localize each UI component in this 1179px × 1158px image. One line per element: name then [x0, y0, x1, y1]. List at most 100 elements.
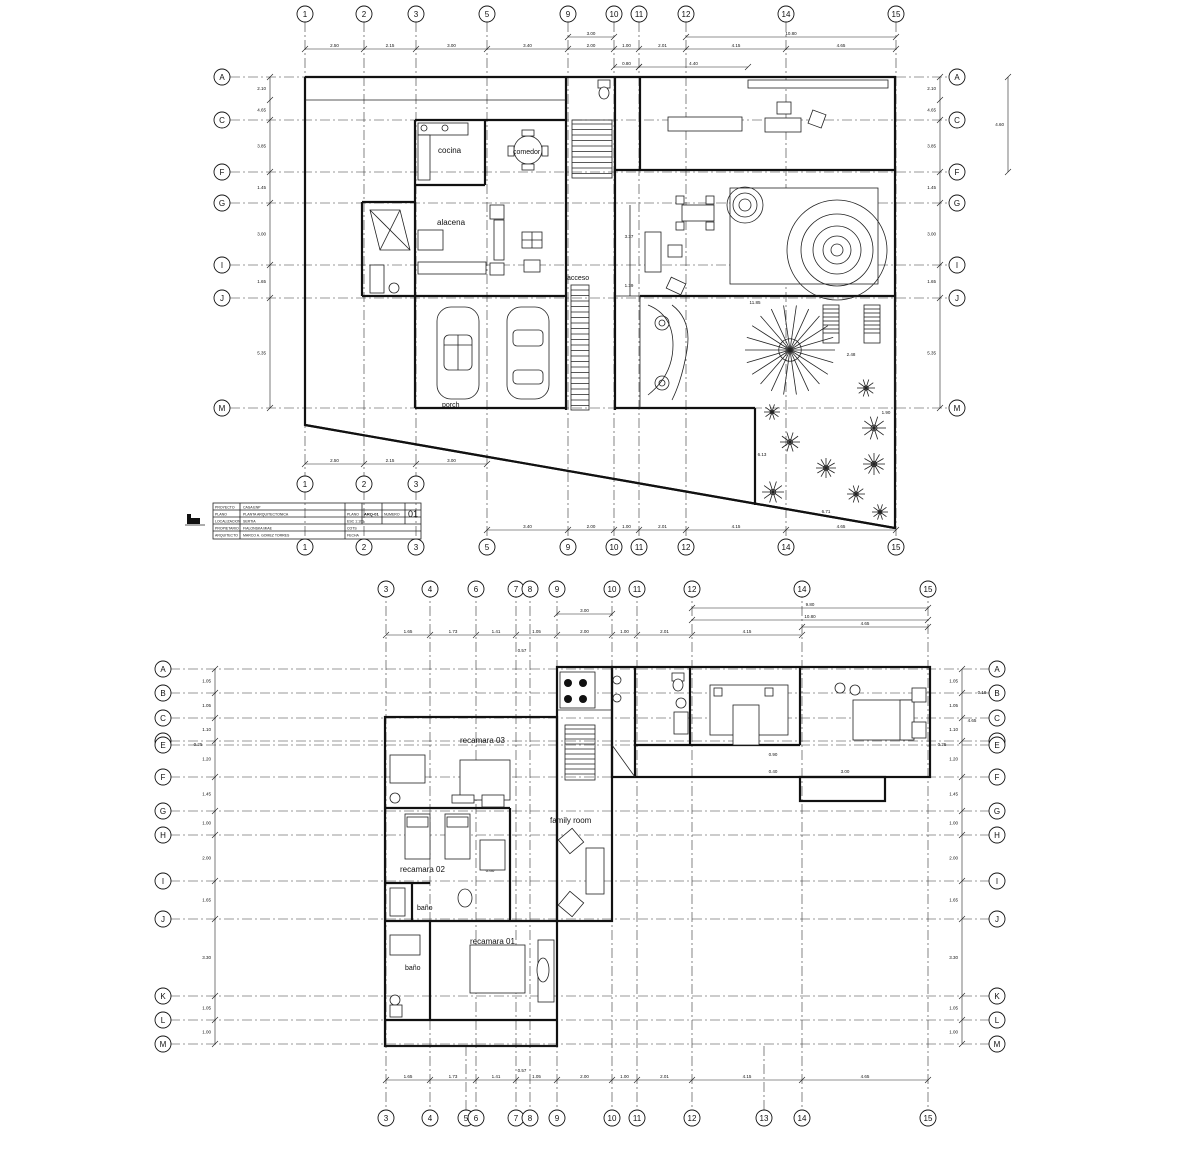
- lo-axis-bottom-6-label: 6: [474, 1114, 479, 1123]
- tree-small-3-branch-4: [781, 441, 791, 449]
- title-value-plano: PLANTA ARQUITECTONICA: [243, 513, 289, 517]
- title-date: FECHA: [347, 534, 360, 538]
- lo-dim-bottom-tick-8: [798, 1076, 806, 1084]
- tree-large-branch-15: [770, 308, 791, 351]
- lo-axis-row-H-bubble-left-circle: [154, 826, 172, 844]
- up-dim-left-tick-1: [266, 96, 274, 104]
- lo-dim-bottom-value-6: 2.01: [660, 1074, 669, 1079]
- room-label-porch: porch: [442, 402, 460, 409]
- tree-small-4-branch-11: [825, 462, 835, 469]
- up-axis-2-bubble-mid-label: 2: [362, 480, 367, 489]
- up-axis-row-J-bubble-right-label: J: [955, 294, 959, 303]
- up-axis-row-I-bubble-left-circle: [213, 256, 231, 274]
- lo-dim-right-value-1: 1.05: [949, 703, 958, 708]
- tree-small-9-branch-4: [873, 511, 881, 518]
- lo-axis-row-A-bubble-left-circle: [154, 660, 172, 678]
- up-dim-right-tick-0: [936, 73, 944, 81]
- up-dim-right-total-value-0: 4.60: [995, 122, 1004, 127]
- up-axis-2-bubble-bottom-label: 2: [362, 543, 367, 552]
- upper-stairs: [570, 119, 613, 411]
- lo-dim-top3-value-5: 1.00: [620, 629, 629, 634]
- up-dim-bottom-left-value-0: 2.50: [330, 458, 339, 463]
- up-axis-1-bubble-mid-label: 1: [303, 480, 308, 489]
- tree-small-5: [862, 416, 886, 440]
- lo-axis-row-G-bubble-left-label: G: [160, 807, 166, 816]
- lo-dim-right-total: 4.65: [968, 718, 977, 723]
- up-inner-dim-2: 11.85: [750, 300, 761, 305]
- up-axis-3-bubble-bottom-label: 3: [414, 543, 419, 552]
- lo-dim-left-tick-9: [211, 992, 219, 1000]
- up-dim-right-value-1: 4.65: [927, 108, 936, 113]
- tree-small-7-branch-8: [772, 481, 777, 493]
- lo-dim-top3-value-0: 1.65: [404, 629, 413, 634]
- tree-small-8-branch-9: [855, 488, 864, 495]
- lo-dim-top3-value-7: 4.15: [743, 629, 752, 634]
- lo-axis-row-M-bubble-left-circle: [154, 1035, 172, 1053]
- lo-axis-bottom-4-label: 4: [428, 1114, 433, 1123]
- lo-axis-row-A-bubble-left-label: A: [160, 665, 166, 674]
- lo-axis-row-C-bubble-left-circle: [154, 709, 172, 727]
- up-dim-bottom-left-value-2: 3.00: [447, 458, 456, 463]
- tree-small-9-branch-9: [879, 506, 887, 513]
- lo-dim-top2a-value-0: 10.80: [804, 614, 816, 619]
- up-inner-dim-0: 3.37: [625, 234, 634, 239]
- up-axis-11-bubble-bottom-label: 11: [635, 543, 644, 552]
- up-dim-top2-value-7: 4.15: [732, 43, 741, 48]
- tree-small-1-branch-2: [865, 387, 870, 397]
- lo-dim-right-value-4: 1.45: [949, 792, 958, 797]
- up-dim-right-value-2: 3.85: [927, 144, 936, 149]
- lo-dim-right-tick-10: [958, 1016, 966, 1024]
- up-dim-bottom-value-1: 2.00: [587, 524, 596, 529]
- up-dim-bottom-left-tick-0: [301, 460, 309, 468]
- lo-axis-row-I-bubble-left-label: I: [162, 877, 164, 886]
- up-axis-15-bubble-bottom-label: 15: [892, 543, 901, 552]
- tree-small-1-branch-1: [865, 387, 874, 394]
- tree-large-branch-20: [789, 325, 829, 351]
- lower-room-labels: recamara 03 recamara 02 recamara 01 baño…: [400, 736, 592, 972]
- tree-small-8-branch-2: [855, 493, 860, 503]
- lo-axis-row-M-bubble-right-circle: [988, 1035, 1006, 1053]
- lo-axis-bottom-9-label: 9: [555, 1114, 560, 1123]
- up-dim-left-value-2: 3.85: [257, 144, 266, 149]
- tree-small-5-branch-4: [864, 427, 875, 436]
- lo-dim-right-tick-3: [958, 737, 966, 745]
- tree-small-9-branch-8: [879, 504, 883, 513]
- up-axis-row-A-bubble-left-circle: [213, 68, 231, 86]
- lo-dim-top2b-tick-1: [924, 623, 932, 631]
- title-label-plano: PLANO: [215, 513, 227, 517]
- lo-dim-top3-tick-6: [633, 631, 641, 639]
- lo-axis-bottom-6-circle: [467, 1109, 485, 1127]
- lo-dim-bottom-value-2: 1.41: [492, 1074, 501, 1079]
- lower-stairs: [564, 724, 636, 781]
- lo-axis-row-E-bubble-right-circle: [988, 736, 1006, 754]
- tree-small-3-branch-7: [786, 432, 791, 443]
- lo-axis-top-12-bubble-top-label: 12: [688, 585, 697, 594]
- lo-dim-left-value-4: 1.45: [202, 792, 211, 797]
- lo-axis-top-11-bubble-top-circle: [628, 580, 646, 598]
- lo-axis-row-E-bubble-left-label: E: [160, 741, 165, 750]
- lo-axis-row-L-bubble-left-circle: [154, 1011, 172, 1029]
- tree-small-3-branch-1: [789, 441, 799, 449]
- tree-small-1: [857, 379, 875, 397]
- lo-dim-right-tick-8: [958, 915, 966, 923]
- up-dim-left-value-6: 5.35: [257, 351, 266, 356]
- up-axis-9-bubble-top-label: 9: [566, 10, 571, 19]
- up-dim-top2-value-0: 2.50: [330, 43, 339, 48]
- title-label-localizacion: LOCALIZACION: [215, 520, 241, 524]
- lo-axis-top-4-bubble-top-label: 4: [428, 585, 433, 594]
- up-axis-3-bubble-mid-circle: [407, 475, 425, 493]
- room-label-bed2: recamara 02: [400, 865, 445, 874]
- up-axis-1-bubble-bottom-label: 1: [303, 543, 308, 552]
- lo-dim-top1a-tick-0: [553, 610, 561, 618]
- title-value-arquitecto: MARCO A. GOMEZ TORRES: [243, 534, 290, 538]
- lo-dim-bottom-value-4: 2.00: [580, 1074, 589, 1079]
- lo-dim-bottom-tick-0: [382, 1076, 390, 1084]
- up-dim-right-value-3: 1.45: [927, 185, 936, 190]
- up-axis-row-J-bubble-right-circle: [948, 289, 966, 307]
- tree-small-4-branch-5: [817, 467, 827, 474]
- up-axis-2-bubble-top-circle: [355, 5, 373, 23]
- up-axis-row-F-bubble-left-circle: [213, 163, 231, 181]
- up-axis-11-bubble-bottom-circle: [630, 538, 648, 556]
- lo-dim-top3-value-3: 1.05: [532, 629, 541, 634]
